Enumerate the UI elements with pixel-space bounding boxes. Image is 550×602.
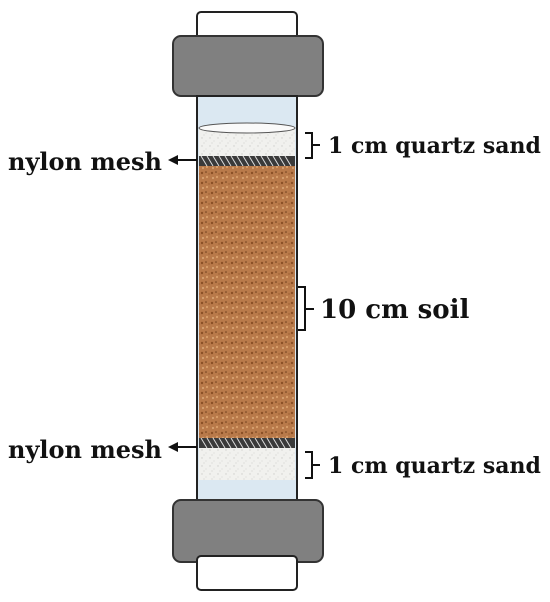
bottom-cap	[172, 499, 324, 563]
top-nylon-mesh	[199, 155, 295, 167]
label-sand-bottom: 1 cm quartz sand	[328, 453, 541, 479]
label-soil: 10 cm soil	[320, 295, 469, 325]
label-nylon-mesh-top: nylon mesh	[8, 147, 162, 176]
top-sand-layer	[198, 122, 296, 160]
bottom-sand-layer	[199, 448, 295, 480]
arrow-mesh-top	[168, 155, 197, 165]
bracket-sand-top	[305, 132, 320, 159]
arrow-mesh-bottom	[168, 442, 197, 452]
bottom-knob	[196, 555, 298, 591]
bottom-nylon-mesh	[199, 437, 295, 449]
top-cap	[172, 35, 324, 97]
label-sand-top: 1 cm quartz sand	[328, 133, 541, 159]
soil-layer	[199, 166, 295, 438]
label-nylon-mesh-bottom: nylon mesh	[8, 435, 162, 464]
bracket-soil	[298, 286, 314, 331]
bracket-sand-bottom	[305, 451, 320, 479]
